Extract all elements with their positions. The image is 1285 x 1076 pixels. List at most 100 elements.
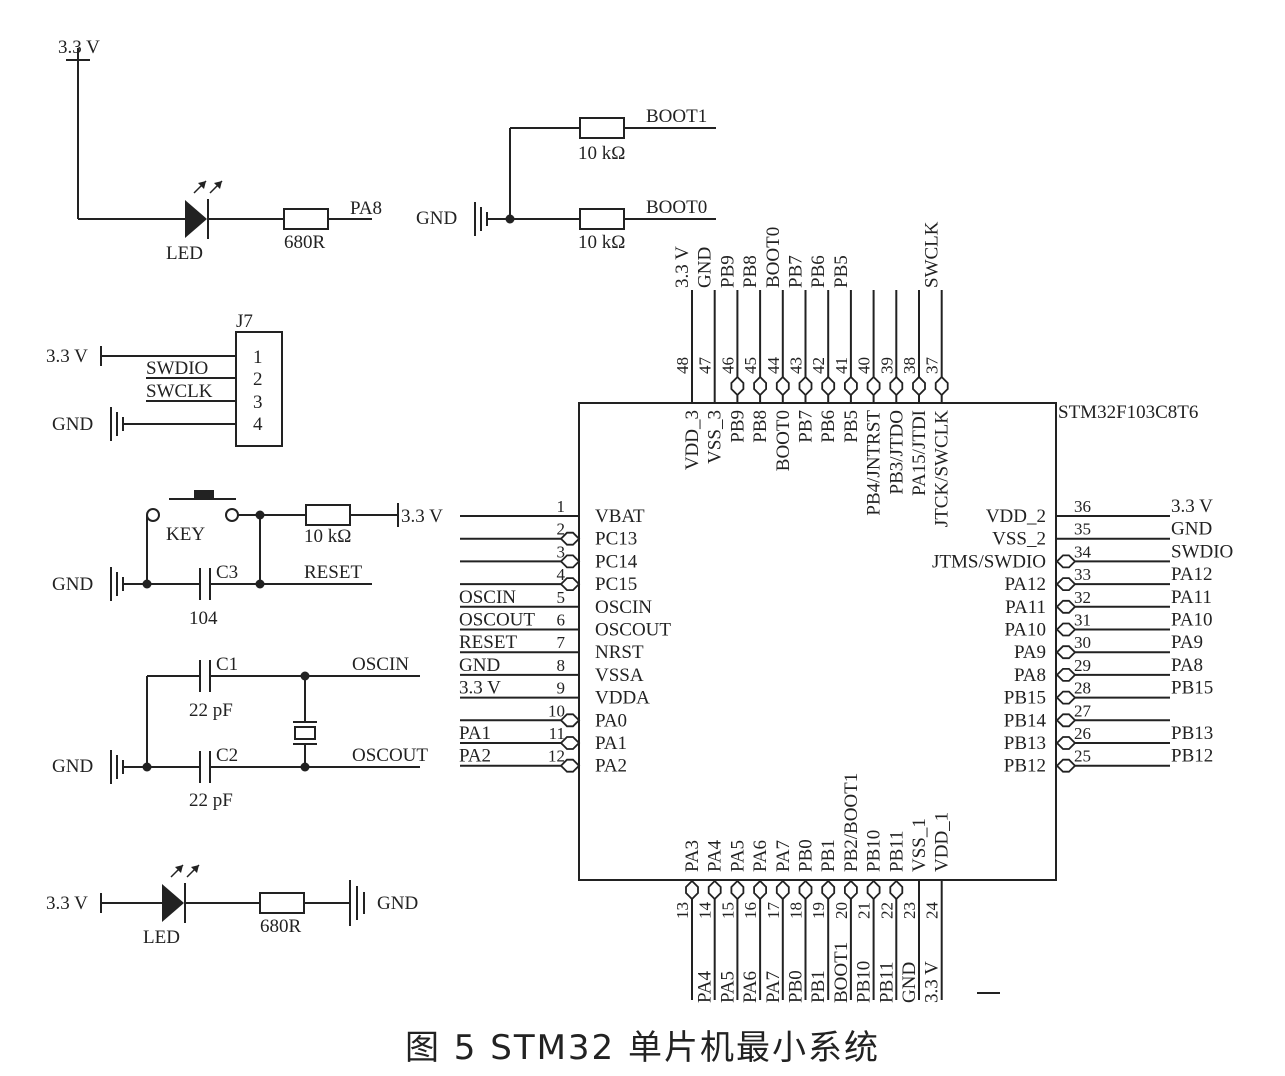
pin-number: 30 xyxy=(1074,633,1091,652)
pin-name: PA15/JTDI xyxy=(909,410,930,496)
bidirectional-arrow xyxy=(912,376,926,396)
pin-name: PB8 xyxy=(750,410,771,443)
gnd-label: GND xyxy=(52,574,93,595)
pin-number: 24 xyxy=(923,902,942,920)
pin-number: 11 xyxy=(549,724,565,743)
pin-name: PA1 xyxy=(595,733,627,754)
bidirectional-arrow xyxy=(1056,554,1076,569)
pin-number: 33 xyxy=(1074,565,1091,584)
pin-number: 28 xyxy=(1074,679,1091,698)
pin-number: 29 xyxy=(1074,656,1091,675)
pin-number: 10 xyxy=(548,701,565,720)
cap-value: 22 pF xyxy=(189,700,233,721)
pin-name: PA5 xyxy=(727,840,748,872)
cap-value: 22 pF xyxy=(189,790,233,811)
net-label: PB9 xyxy=(717,255,738,288)
pin-name: OSCIN xyxy=(595,597,652,618)
net-label: PA6 xyxy=(740,971,761,1003)
net-label: BOOT1 xyxy=(831,942,852,1003)
net-label: GND xyxy=(899,962,920,1003)
pin-name: VSS_2 xyxy=(992,529,1046,550)
net-label: PA8 xyxy=(1171,655,1203,676)
bidirectional-arrow xyxy=(844,880,858,900)
pin-number: 41 xyxy=(832,357,851,374)
gnd-symbol xyxy=(349,880,365,926)
pin-name: PA7 xyxy=(773,840,794,872)
pin-number: 14 xyxy=(696,902,715,920)
net-label: GND xyxy=(459,655,500,676)
net-label: PB5 xyxy=(831,255,852,288)
pin-name: VSS_1 xyxy=(909,818,930,872)
pin-name: VDD_1 xyxy=(932,812,953,872)
net-label: PA9 xyxy=(1171,632,1203,653)
supply-label: 3.3 V xyxy=(58,37,100,58)
pin-number: 34 xyxy=(1074,542,1092,561)
swd-connector: J7 1 2 3 4 3.3 V SWDIO SWCLK GND xyxy=(46,311,283,447)
resistor-value: 680R xyxy=(260,916,302,937)
bidirectional-arrow xyxy=(844,376,858,396)
net-label-oscout: OSCOUT xyxy=(352,745,428,766)
net-label: PB6 xyxy=(808,255,829,288)
pin-number: 15 xyxy=(718,902,737,919)
pin-number: 36 xyxy=(1074,497,1091,516)
resistor xyxy=(259,892,305,914)
net-label: 3.3 V xyxy=(672,246,693,288)
cap-value: 104 xyxy=(189,608,218,629)
net-label: PA12 xyxy=(1171,564,1213,585)
pin-name: PB13 xyxy=(1004,733,1046,754)
pin-number: 5 xyxy=(557,588,566,607)
pin-number: 43 xyxy=(787,357,806,374)
bidirectional-arrow xyxy=(1056,645,1076,660)
pin-number: 13 xyxy=(673,902,692,919)
pin-name: VDDA xyxy=(595,688,650,709)
gnd-label: GND xyxy=(377,893,418,914)
pin-name: VSS_3 xyxy=(705,410,726,464)
net-label-reset: RESET xyxy=(304,562,362,583)
pin-name: VDD_3 xyxy=(682,410,703,470)
pin-name: PA10 xyxy=(1004,620,1046,641)
resistor xyxy=(305,504,351,526)
pin-number: 44 xyxy=(764,357,783,375)
bidirectional-arrow xyxy=(821,376,836,396)
net-label: PB8 xyxy=(740,255,761,288)
bidirectional-arrow xyxy=(1056,599,1076,614)
pin-number: 46 xyxy=(718,357,737,374)
pin-number: 37 xyxy=(923,357,942,375)
gnd-label: GND xyxy=(416,208,457,229)
pin-name: PB5 xyxy=(841,410,862,443)
net-label: OSCOUT xyxy=(459,610,535,631)
pin-number: 39 xyxy=(877,357,896,374)
net-label: 3.3 V xyxy=(1171,496,1213,517)
net-label: GND xyxy=(695,247,716,288)
resistor-boot1 xyxy=(579,117,625,139)
pin-name: PC14 xyxy=(595,551,638,572)
pin-name: PB0 xyxy=(796,839,817,872)
resistor xyxy=(283,208,329,230)
supply-label: 3.3 V xyxy=(46,346,88,367)
net-label: GND xyxy=(1171,519,1212,540)
pin-number: 16 xyxy=(741,902,760,919)
bidirectional-arrow xyxy=(685,880,699,900)
reset-circuit: KEY 10 kΩ 3.3 V GND C3 104 RESET xyxy=(52,490,443,629)
net-label-swdio: SWDIO xyxy=(146,358,208,379)
pin-name: PA11 xyxy=(1005,597,1046,618)
chip-body xyxy=(578,402,1057,881)
bidirectional-arrow xyxy=(1056,758,1076,773)
